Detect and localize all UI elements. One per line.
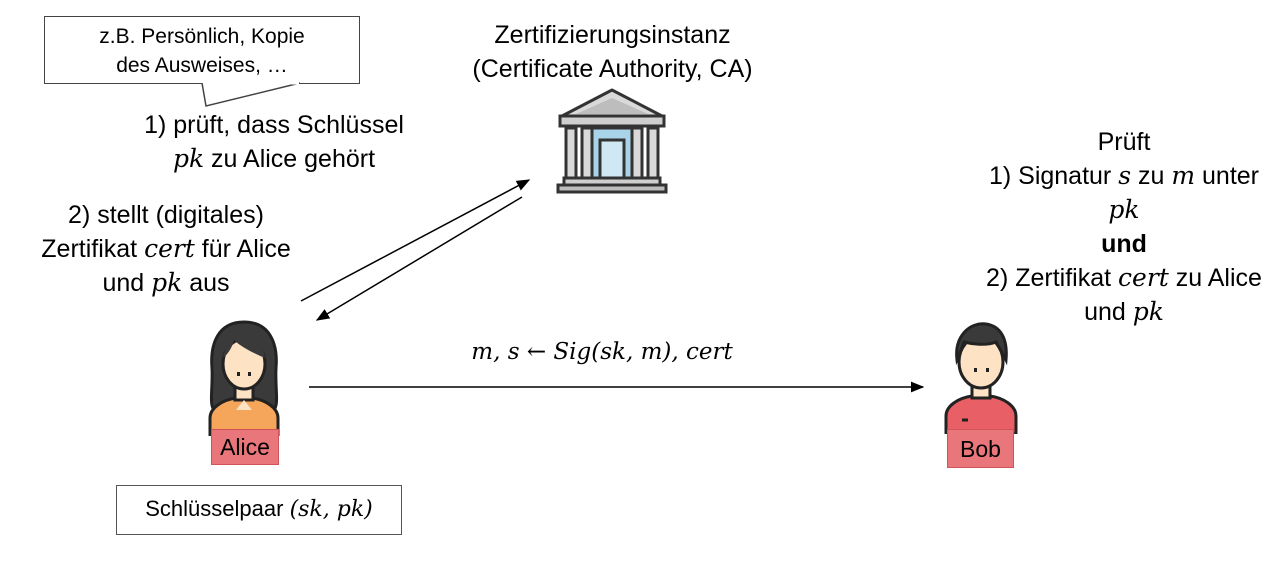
man-avatar-icon	[944, 322, 1018, 434]
ca-title-line-2: (Certificate Authority, CA)	[472, 55, 753, 83]
ca-title: Zertifizierungsinstanz (Certificate Auth…	[440, 18, 785, 86]
speech-bubble-line-2: des Ausweises, …	[116, 54, 288, 77]
bob-checks-line-1-mid: zu	[1131, 162, 1172, 190]
step2-line-3-pre: und	[102, 269, 152, 297]
step2-line-3: und pk aus	[10, 266, 322, 300]
bank-building-icon	[556, 88, 668, 194]
bob-checks-line-3: 2) Zertifikat cert zu Alice	[964, 261, 1284, 295]
keypair-math: (sk, pk)	[289, 497, 373, 522]
message-formula: m, s ← Sig(sk, m), cert	[471, 339, 733, 365]
bob-checks-line-3-pre: 2) Zertifikat	[986, 264, 1119, 292]
bob-checks-line-1-post: unter	[1195, 162, 1260, 190]
step2-line-2-pre: Zertifikat	[41, 235, 145, 263]
step2-text: 2) stellt (digitales) Zertifikat cert fü…	[10, 198, 322, 300]
step1-text: 1) prüft, dass Schlüssel pk zu Alice geh…	[108, 108, 440, 176]
keypair-label: Schlüsselpaar	[145, 496, 290, 521]
speech-bubble-line-1: z.B. Persönlich, Kopie	[99, 25, 305, 48]
keypair-box: Schlüsselpaar (sk, pk)	[116, 485, 402, 535]
step1-pk-math: pk	[172, 144, 205, 173]
bob-checks-s-math: s	[1118, 161, 1132, 190]
alice-label: Alice	[211, 429, 279, 465]
bob-label: Bob	[947, 429, 1014, 468]
speech-bubble-tail	[201, 82, 301, 107]
step1-line-1: 1) prüft, dass Schlüssel	[144, 111, 404, 139]
bob-checks-line-4: und pk	[964, 295, 1284, 329]
arrow-ca-to-alice	[315, 196, 523, 321]
step1-line-2-rest: zu Alice gehört	[204, 145, 376, 173]
step2-line-2-post: für Alice	[194, 235, 291, 263]
bob-checks-cert-math: cert	[1118, 263, 1169, 292]
bob-checks-line-3-post: zu Alice	[1168, 264, 1262, 292]
arrow-alice-to-ca	[300, 179, 531, 302]
bob-checks-text: Prüft 1) Signatur s zu m unter pk und 2)…	[964, 125, 1284, 329]
bob-checks-line-4-pre: und	[1084, 298, 1133, 326]
woman-avatar-icon	[208, 320, 280, 436]
bob-checks-title: Prüft	[1097, 128, 1151, 156]
step2-line-3-post: aus	[182, 269, 230, 297]
speech-bubble: z.B. Persönlich, Kopie des Ausweises, …	[44, 16, 360, 84]
ca-title-line-1: Zertifizierungsinstanz	[494, 21, 731, 49]
bob-checks-pk-math: pk	[1108, 195, 1140, 224]
bob-checks-pk2-math: pk	[1132, 297, 1164, 326]
bob-checks-m-math: m	[1171, 161, 1196, 190]
step2-pk-math: pk	[151, 268, 183, 297]
bob-checks-line-1: 1) Signatur s zu m unter	[964, 159, 1284, 193]
step2-line-1: 2) stellt (digitales)	[68, 201, 264, 229]
step2-line-2: Zertifikat cert für Alice	[10, 232, 322, 266]
step1-line-2: pk zu Alice gehört	[108, 142, 440, 176]
bob-checks-line-1-pre: 1) Signatur	[988, 162, 1119, 190]
bob-checks-and: und	[1101, 230, 1147, 258]
step2-cert-math: cert	[144, 234, 195, 263]
